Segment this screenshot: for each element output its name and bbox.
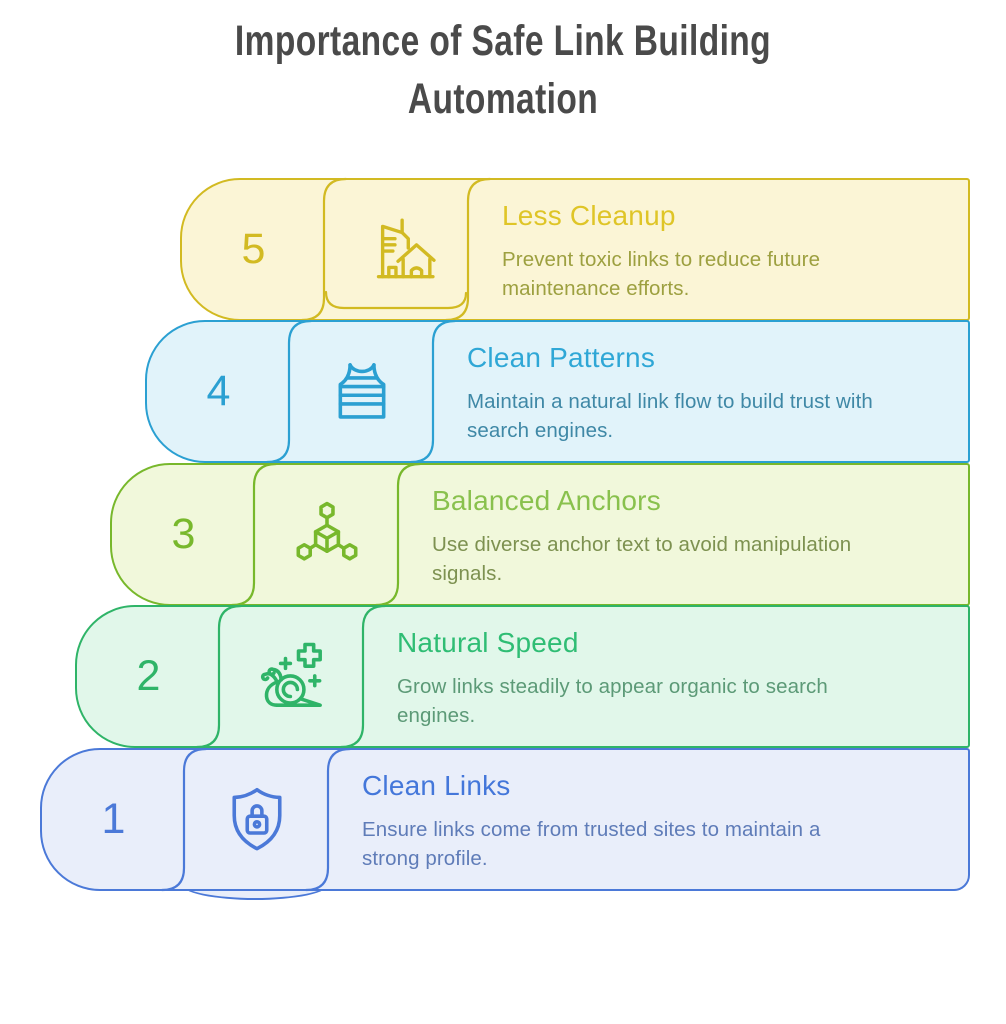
step-number: 1 <box>101 795 126 843</box>
step-number: 5 <box>241 225 266 273</box>
step-row-3: 3 Balanced Anchors Use diverse anchor te… <box>110 462 970 607</box>
step-description: Use diverse anchor text to avoid manipul… <box>432 533 852 585</box>
snail-growth-icon <box>220 607 364 746</box>
step-title: Clean Links <box>362 770 511 801</box>
step-row-5: 5 Less Cleanup Prevent toxic links to re… <box>180 177 970 322</box>
step-title: Natural Speed <box>397 627 579 658</box>
step-description: Ensure links come from trusted sites to … <box>362 818 821 870</box>
step-row-1: 1 Clean Links Ensure links come from tru… <box>40 747 970 892</box>
molecule-nodes-icon <box>255 465 399 604</box>
step-number: 4 <box>206 367 231 415</box>
vest-icon <box>290 322 434 461</box>
step-title: Balanced Anchors <box>432 485 661 516</box>
step-row-4: 4 Clean Patterns Maintain a natural link… <box>145 319 970 464</box>
step-number: 3 <box>171 510 196 558</box>
city-buildings-house-icon <box>325 180 469 319</box>
step-description: Grow links steadily to appear organic to… <box>397 675 828 727</box>
shield-lock-icon <box>185 750 329 889</box>
step-description: Prevent toxic links to reduce future mai… <box>502 248 821 300</box>
step-row-2: 2 Natural Speed Grow links steadily to a… <box>75 604 970 749</box>
step-number: 2 <box>136 652 161 700</box>
step-title: Less Cleanup <box>502 200 676 231</box>
page-title: Importance of Safe Link Building Automat… <box>234 17 772 123</box>
step-description: Maintain a natural link flow to build tr… <box>467 390 873 442</box>
step-title: Clean Patterns <box>467 342 656 373</box>
